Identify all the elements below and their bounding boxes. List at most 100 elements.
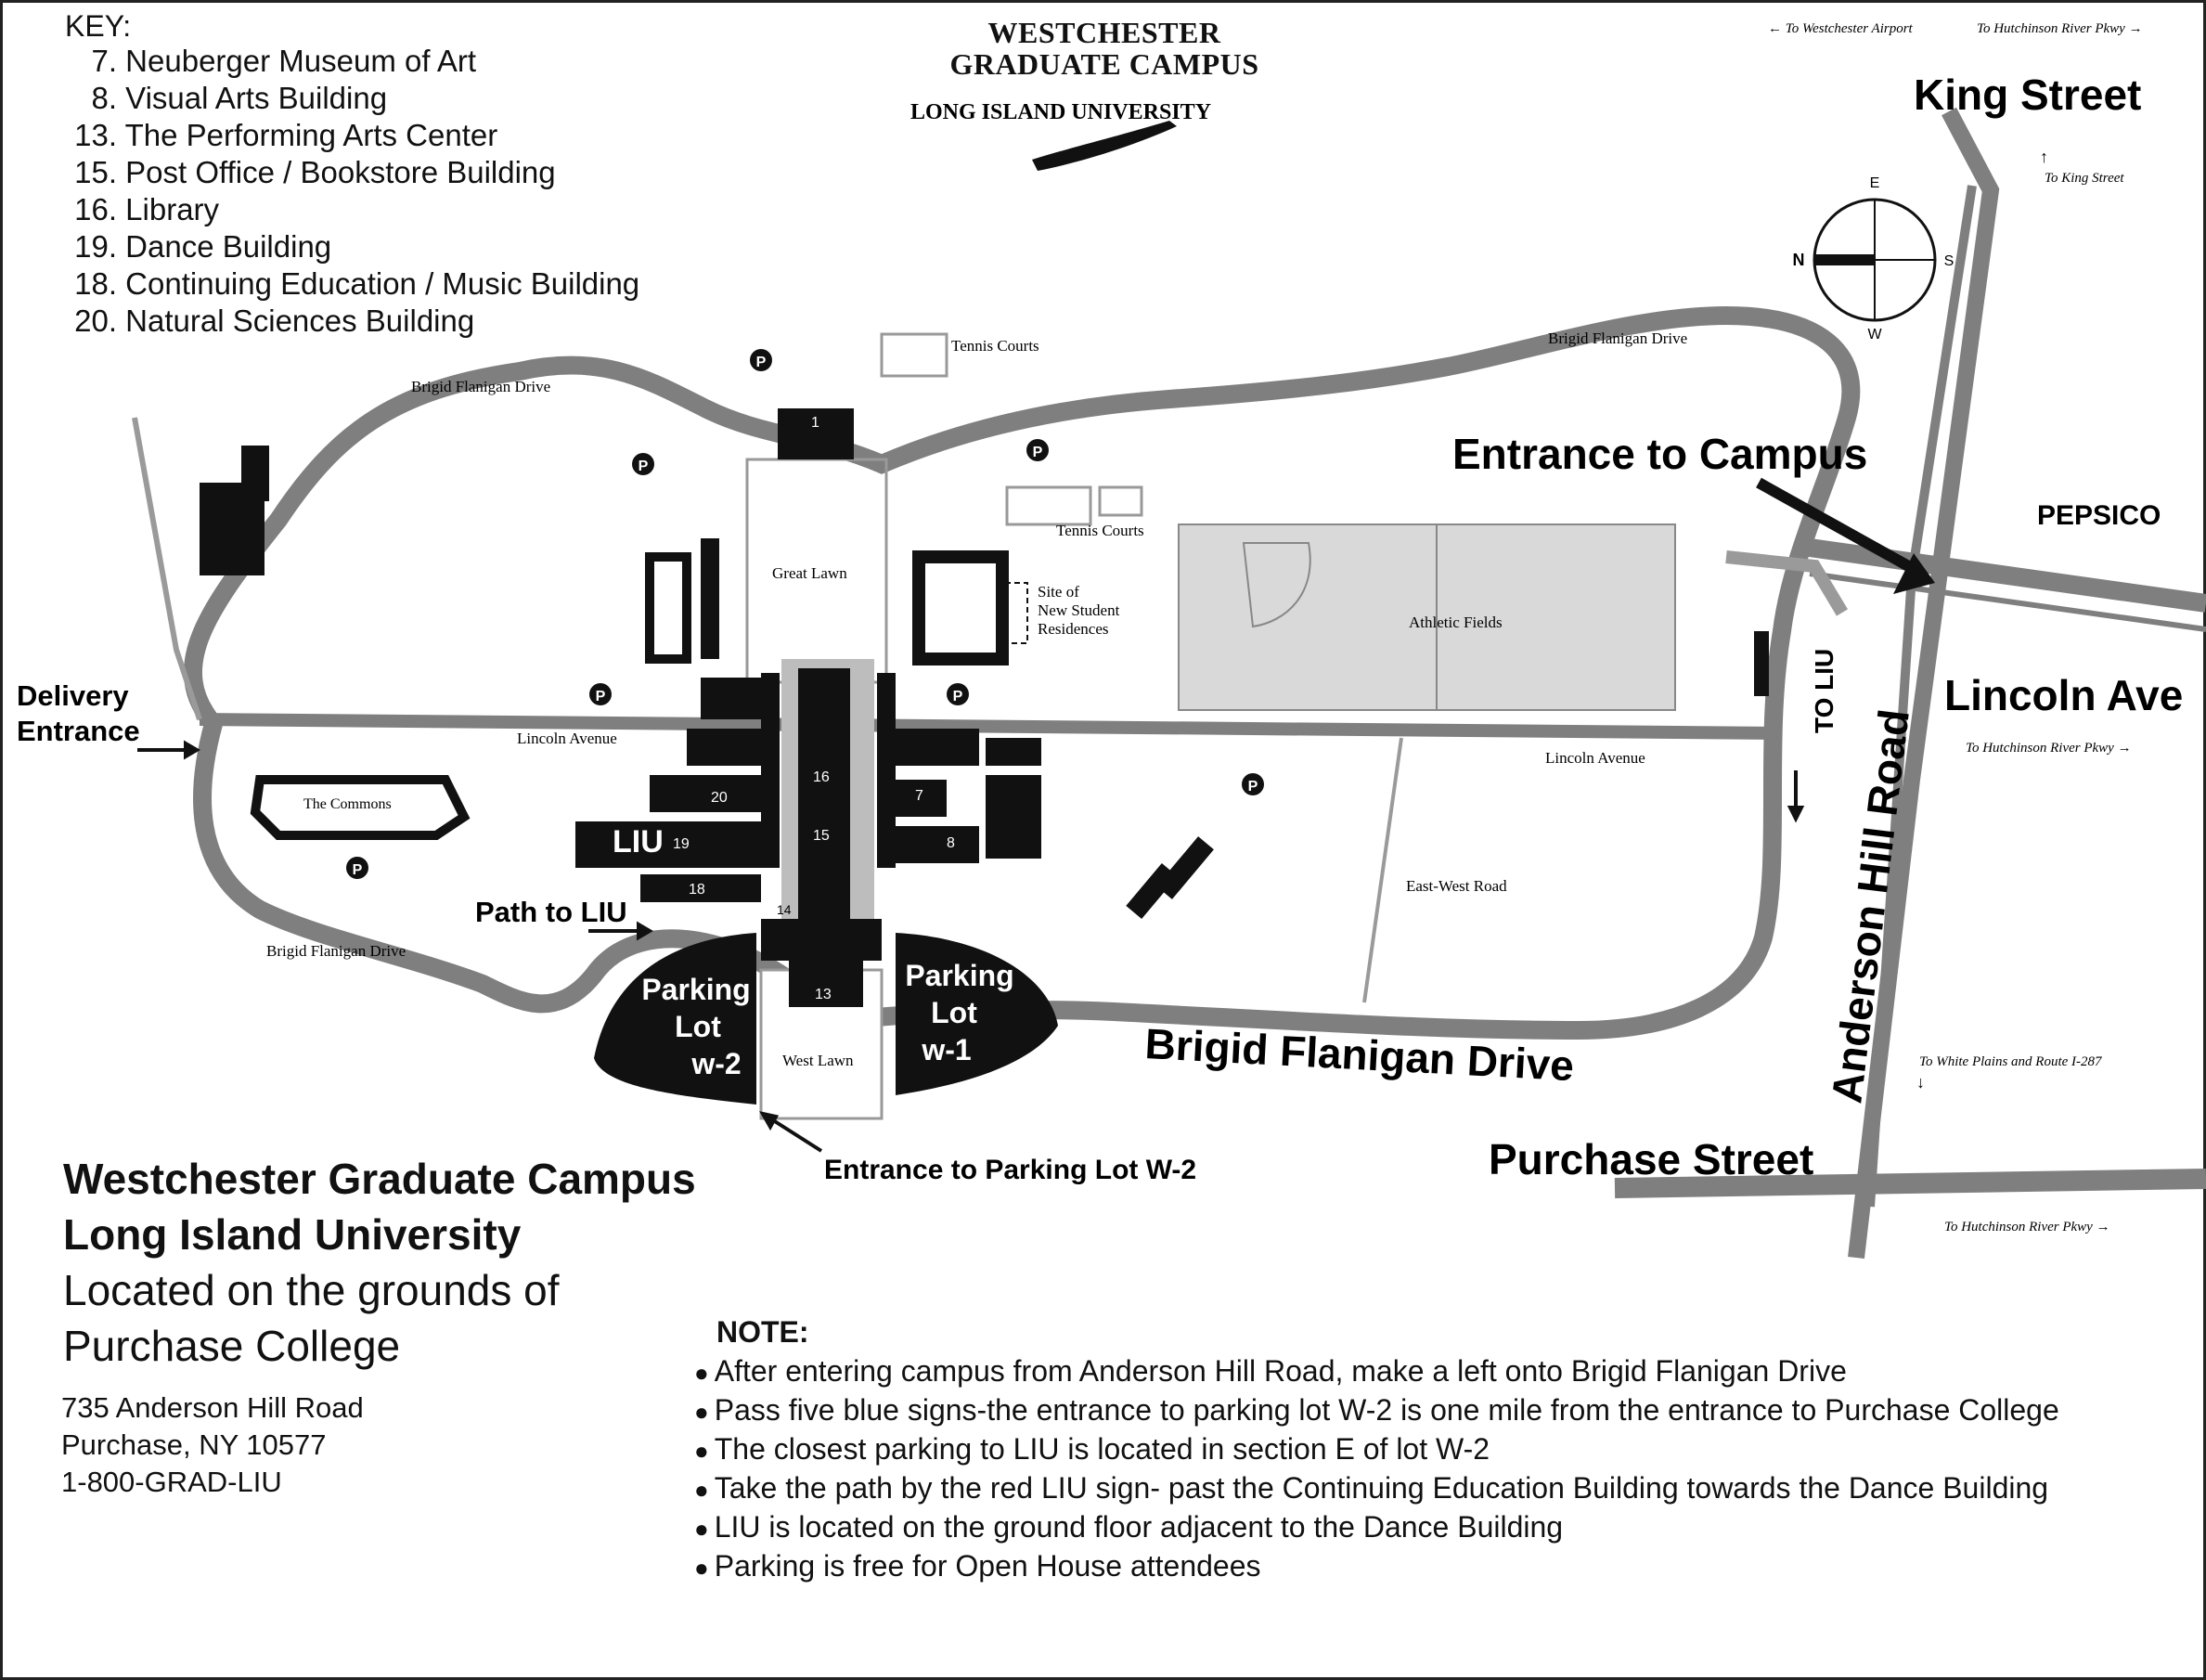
brand-line1: WESTCHESTER <box>987 16 1221 49</box>
svg-text:P: P <box>953 689 963 704</box>
note-title: NOTE: <box>716 1315 809 1349</box>
entrance-label: Entrance <box>17 715 140 747</box>
parking-lot-w1 <box>896 933 1058 1095</box>
building-18 <box>640 874 761 902</box>
svg-text:Tennis Courts: Tennis Courts <box>1056 522 1144 539</box>
key-item: 7. Neuberger Museum of Art <box>91 44 477 78</box>
to-liu-label: TO LIU <box>1810 649 1838 733</box>
note-item: Take the path by the red LIU sign- past … <box>694 1469 2059 1508</box>
key-list: 7. Neuberger Museum of Art 8. Visual Art… <box>65 43 639 340</box>
svg-text:N: N <box>1793 251 1805 269</box>
note-item: The closest parking to LIU is located in… <box>694 1430 2059 1469</box>
svg-text:Brigid Flanigan Drive: Brigid Flanigan Drive <box>1548 330 1687 347</box>
svg-text:Parking: Parking <box>641 973 750 1006</box>
building-1 <box>778 408 854 459</box>
svg-text:Site of: Site of <box>1038 583 1079 601</box>
svg-text:↓: ↓ <box>1916 1073 1925 1092</box>
buildings <box>200 408 1769 1007</box>
address-block: 735 Anderson Hill Road Purchase, NY 1057… <box>61 1389 364 1501</box>
svg-text:The Commons: The Commons <box>303 796 392 812</box>
svg-text:19: 19 <box>673 836 690 852</box>
athletic-fields <box>1178 523 1676 711</box>
building-19 <box>575 821 770 868</box>
purchase-street-label: Purchase Street <box>1489 1135 1813 1183</box>
info-line3: Located on the grounds of <box>63 1266 560 1314</box>
svg-text:Lot: Lot <box>675 1010 721 1043</box>
lincoln-ave-label: Lincoln Ave <box>1944 671 2183 719</box>
neuberger-courtyard <box>912 550 1009 666</box>
svg-text:w-2: w-2 <box>690 1047 741 1080</box>
info-line2: Long Island University <box>63 1210 522 1259</box>
east-west-road-line <box>1362 737 1403 1003</box>
lincoln-ave-road <box>1808 538 2206 613</box>
note-item: Parking is free for Open House attendees <box>694 1547 2059 1586</box>
svg-text:14: 14 <box>777 902 792 917</box>
parking-symbols: P P P P P P P <box>346 349 1264 879</box>
entrance-lot-w2-label: Entrance to Parking Lot W-2 <box>824 1155 1196 1185</box>
svg-text:P: P <box>1248 779 1258 795</box>
compass-rose: N S E W <box>1793 175 1954 342</box>
building-14 <box>761 919 882 961</box>
svg-text:20: 20 <box>711 790 728 806</box>
lincoln-avenue-internal <box>199 713 1778 740</box>
entrance-to-campus-label: Entrance to Campus <box>1452 430 1867 478</box>
svg-text:To Hutchinson River Pkwy →: To Hutchinson River Pkwy → <box>1944 1220 2110 1234</box>
building-20 <box>650 775 770 812</box>
svg-text:15: 15 <box>813 828 830 844</box>
tennis-courts <box>880 332 1143 526</box>
key-item: 18. Continuing Education / Music Buildin… <box>74 266 640 301</box>
the-commons-building <box>250 775 471 840</box>
brigid-flanigan-drive-loop <box>183 305 1861 1040</box>
svg-text:P: P <box>353 862 363 878</box>
svg-text:w-1: w-1 <box>921 1033 971 1066</box>
svg-text:E: E <box>1870 175 1880 191</box>
info-line4: Purchase College <box>63 1322 401 1370</box>
parking-lot-w2 <box>594 933 756 1105</box>
svg-text:Residences: Residences <box>1038 620 1108 638</box>
svg-text:LONG ISLAND UNIVERSITY: LONG ISLAND UNIVERSITY <box>910 100 1211 124</box>
svg-text:Great Lawn: Great Lawn <box>772 564 847 582</box>
svg-text:← To Westchester Airport: ← To Westchester Airport <box>1768 21 1914 36</box>
svg-text:13: 13 <box>815 987 832 1002</box>
key-item: 13. The Performing Arts Center <box>74 118 498 152</box>
pointer-arrows <box>137 740 1805 1153</box>
svg-text:W: W <box>1867 327 1882 342</box>
new-residences-site <box>1004 582 1028 644</box>
svg-text:To White Plains and Route I-28: To White Plains and Route I-287 <box>1919 1054 2103 1069</box>
address-street: 735 Anderson Hill Road <box>61 1391 364 1424</box>
note-item: Pass five blue signs-the entrance to par… <box>694 1391 2059 1430</box>
entrance-arrow <box>1756 477 1935 594</box>
key-item: 20. Natural Sciences Building <box>74 304 475 338</box>
path-to-liu-label: Path to LIU <box>475 896 627 928</box>
svg-text:P: P <box>596 689 606 704</box>
note-list: After entering campus from Anderson Hill… <box>694 1352 2059 1586</box>
key-item: 19. Dance Building <box>74 229 332 264</box>
svg-text:Brigid Flanigan Drive: Brigid Flanigan Drive <box>266 942 406 960</box>
svg-text:Lot: Lot <box>931 996 977 1029</box>
svg-text:S: S <box>1944 253 1954 269</box>
address-city: Purchase, NY 10577 <box>61 1428 327 1461</box>
svg-text:Brigid Flanigan Drive: Brigid Flanigan Drive <box>411 378 550 395</box>
svg-text:Lincoln Avenue: Lincoln Avenue <box>1545 749 1645 767</box>
svg-text:New Student: New Student <box>1038 601 1120 619</box>
building-16-15 <box>798 668 850 947</box>
note-item: LIU is located on the ground floor adjac… <box>694 1508 2059 1547</box>
svg-text:P: P <box>756 355 767 370</box>
brand-line2: GRADUATE CAMPUS <box>949 47 1259 81</box>
svg-text:East-West Road: East-West Road <box>1406 877 1507 895</box>
key-title: KEY: <box>65 9 132 43</box>
building-8 <box>886 826 979 863</box>
liu-logo: LONG ISLAND UNIVERSITY <box>910 100 1211 171</box>
svg-text:To King Street: To King Street <box>2045 171 2124 186</box>
svg-text:16: 16 <box>813 769 830 785</box>
svg-text:Tennis Courts: Tennis Courts <box>951 337 1039 355</box>
svg-text:8: 8 <box>947 835 955 851</box>
campus-info: Westchester Graduate Campus Long Island … <box>63 1151 696 1374</box>
key-item: 16. Library <box>74 192 220 226</box>
building-7 <box>882 780 947 817</box>
campus-brand: WESTCHESTER GRADUATE CAMPUS <box>928 17 1281 80</box>
building-13 <box>789 956 863 1007</box>
svg-text:18: 18 <box>689 882 705 898</box>
